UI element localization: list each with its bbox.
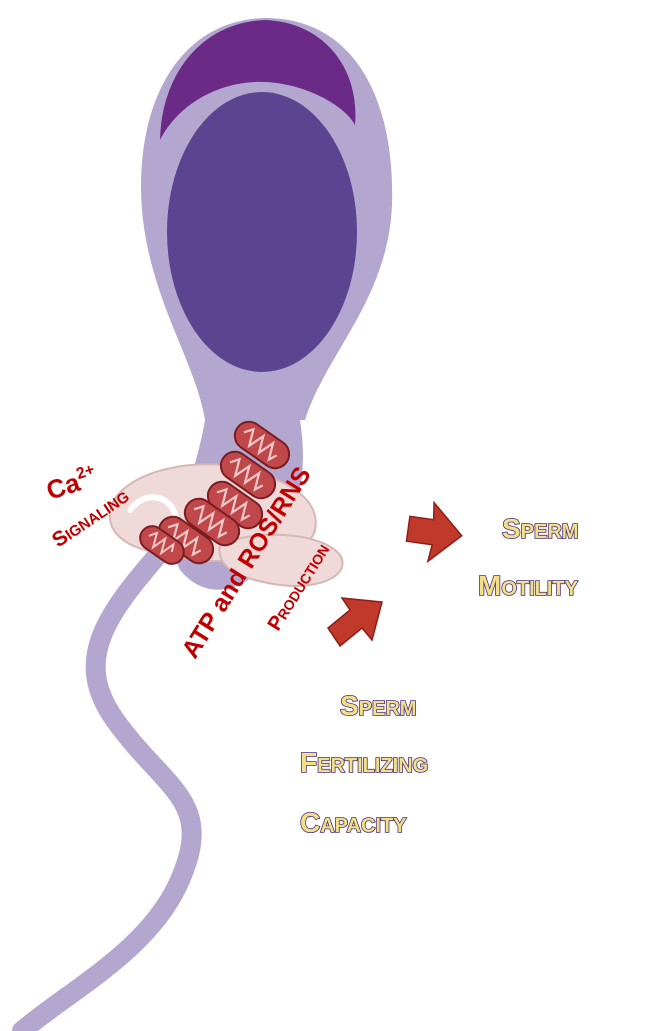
arrow-to-fertilizing: [328, 598, 382, 646]
calcium-charge: 2+: [74, 461, 97, 483]
fertilizing-outcome-line2: Fertilizing: [300, 747, 428, 778]
motility-outcome-line1: Sperm: [502, 513, 578, 544]
motility-outcome-line2: Motility: [478, 570, 579, 601]
nucleus: [167, 92, 357, 372]
calcium-label: Ca2+: [43, 461, 101, 505]
fertilizing-outcome-line1: Sperm: [340, 690, 416, 721]
sperm-tail: [22, 520, 192, 1031]
fertilizing-outcome-line3: Capacity: [300, 807, 407, 838]
arrow-to-motility: [404, 500, 466, 566]
